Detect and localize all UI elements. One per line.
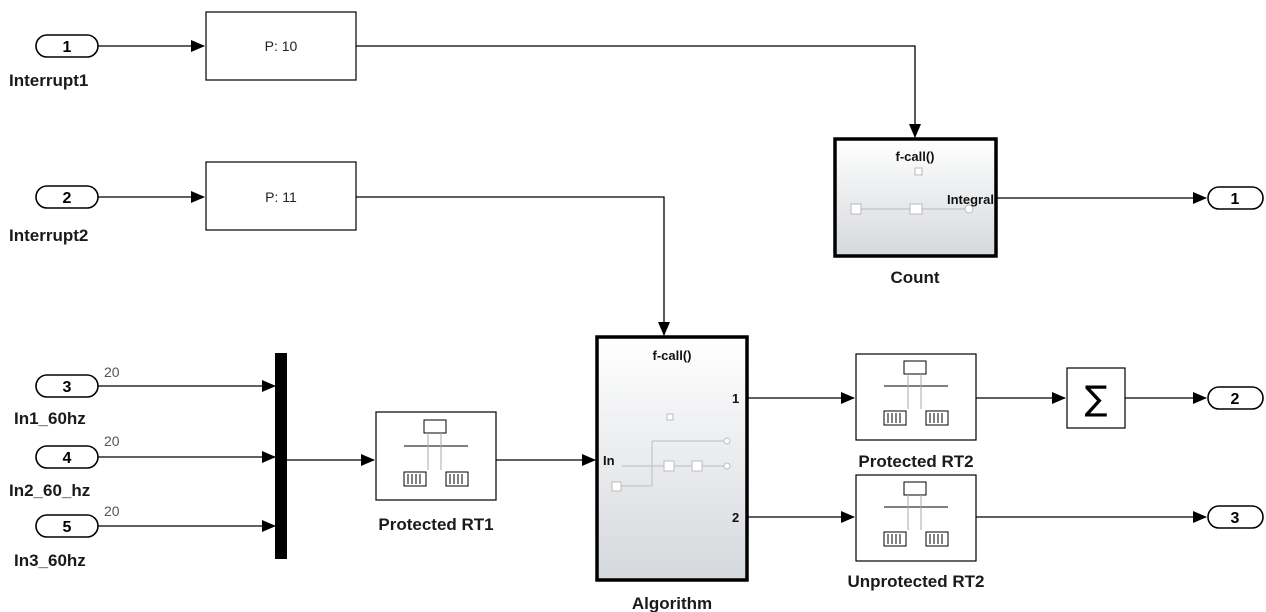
protected-rt2-label: Protected RT2 xyxy=(858,452,973,471)
priority-block-p10[interactable]: P: 10 xyxy=(205,11,357,81)
count-trigger-label: f-call() xyxy=(896,149,935,164)
inport-2-label: Interrupt2 xyxy=(9,226,88,245)
inport-5-label: In3_60hz xyxy=(14,551,86,570)
priority-block-p10-text: P: 10 xyxy=(265,38,298,54)
outport-1-number: 1 xyxy=(1231,191,1240,208)
inport-3-number: 3 xyxy=(63,379,72,396)
count-subsystem[interactable]: f-call() Integral Count xyxy=(833,137,998,287)
priority-block-p11[interactable]: P: 11 xyxy=(205,161,357,231)
rate-transition-icon xyxy=(883,481,949,547)
count-inner-diagram-icon xyxy=(850,167,974,215)
inport-1-number: 1 xyxy=(63,39,72,56)
inport-4[interactable]: 4 20 In2_60_hz xyxy=(9,433,120,500)
outport-2-number: 2 xyxy=(1231,391,1240,408)
unprotected-rt2-label: Unprotected RT2 xyxy=(848,572,985,591)
signal-p10-to-count[interactable] xyxy=(356,45,921,138)
algorithm-out2-label: 2 xyxy=(732,510,739,525)
sum-icon: ∑ xyxy=(1085,379,1108,419)
algorithm-out1-label: 1 xyxy=(732,391,739,406)
unprotected-rt2-block[interactable]: Unprotected RT2 xyxy=(848,474,985,591)
algorithm-in-port-label: In xyxy=(603,453,615,468)
outport-2[interactable]: 2 xyxy=(1207,386,1264,410)
algorithm-trigger-label: f-call() xyxy=(653,348,692,363)
inport-3[interactable]: 3 20 In1_60hz xyxy=(14,364,120,428)
inport-1[interactable]: 1 Interrupt1 xyxy=(9,34,99,90)
rate-transition-icon xyxy=(403,419,469,487)
inport-4-width: 20 xyxy=(104,433,120,449)
inport-4-number: 4 xyxy=(63,450,72,467)
rate-transition-icon xyxy=(883,360,949,426)
inport-3-label: In1_60hz xyxy=(14,409,86,428)
algorithm-label: Algorithm xyxy=(632,594,712,612)
inport-1-label: Interrupt1 xyxy=(9,71,88,90)
outport-3-number: 3 xyxy=(1231,510,1240,527)
inport-3-width: 20 xyxy=(104,364,120,380)
algorithm-subsystem[interactable]: f-call() In 1 2 Algorithm xyxy=(595,335,749,612)
inport-2-number: 2 xyxy=(63,190,72,207)
mux-block[interactable] xyxy=(275,353,287,559)
count-port-label: Integral xyxy=(947,192,994,207)
signal-p11-to-algorithm[interactable] xyxy=(356,196,670,336)
inport-5[interactable]: 5 20 In3_60hz xyxy=(14,503,120,570)
inport-5-width: 20 xyxy=(104,503,120,519)
inport-5-number: 5 xyxy=(63,519,72,536)
signal-lines xyxy=(98,40,1207,532)
sum-block[interactable]: ∑ xyxy=(1066,367,1126,429)
inport-4-label: In2_60_hz xyxy=(9,481,90,500)
protected-rt1-label: Protected RT1 xyxy=(378,515,493,534)
algorithm-inner-diagram-icon xyxy=(611,413,731,492)
count-label: Count xyxy=(890,268,939,287)
priority-block-p11-text: P: 11 xyxy=(265,189,297,205)
outport-1[interactable]: 1 xyxy=(1207,186,1264,210)
protected-rt2-block[interactable]: Protected RT2 xyxy=(855,353,977,471)
outport-3[interactable]: 3 xyxy=(1207,505,1264,529)
inport-2[interactable]: 2 Interrupt2 xyxy=(9,185,99,245)
protected-rt1-block[interactable]: Protected RT1 xyxy=(375,411,497,534)
